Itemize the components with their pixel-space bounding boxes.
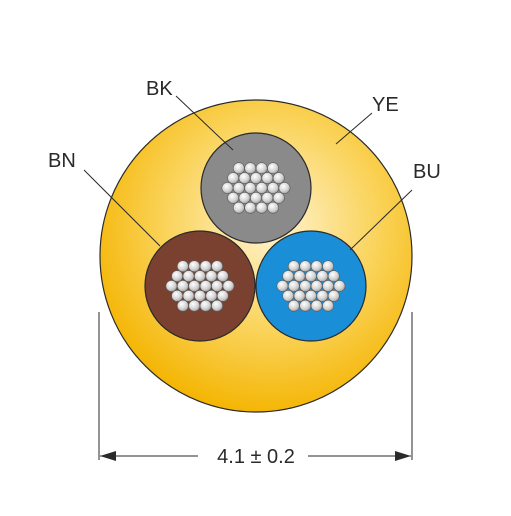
conductor-strand: [199, 299, 212, 312]
conductor-strand: [188, 260, 201, 273]
leader-bn: [83, 169, 161, 247]
conductor-strand: [255, 162, 268, 175]
conductor-strand: [211, 280, 223, 292]
core-brown: [144, 230, 256, 342]
conductor-strand: [221, 182, 234, 194]
conductor-strand: [299, 260, 312, 273]
conductor-strand: [194, 270, 206, 283]
conductor-strand: [305, 270, 317, 283]
conductor-strand: [272, 191, 285, 204]
conductor-strand: [287, 299, 300, 312]
conductor-strand: [205, 270, 218, 283]
conductor-strand: [287, 260, 300, 273]
conductor-strand: [299, 280, 312, 292]
core-blue: [255, 230, 367, 342]
leader-ye: [335, 112, 373, 145]
conductor-strand: [293, 289, 306, 302]
conductor-strand: [322, 280, 334, 292]
dimension-value: 4.1 ± 0.2: [217, 446, 295, 468]
conductor-strand: [244, 201, 257, 214]
conductor-strand: [333, 280, 346, 292]
conductor-strand: [176, 260, 189, 273]
conductor-strand: [182, 270, 195, 283]
conductor-strand: [199, 280, 212, 292]
conductor-strand: [250, 191, 262, 204]
conductor-strand: [282, 289, 295, 302]
conductor-strand: [305, 289, 317, 302]
label-bn: BN: [48, 150, 76, 172]
conductor-strand: [316, 289, 329, 302]
conductor-strand: [322, 260, 334, 273]
conductor-strand: [227, 172, 240, 185]
conductor-strand: [255, 201, 268, 214]
conductor-strand: [267, 182, 279, 194]
conductor-strand: [287, 280, 300, 292]
conductor-strand: [165, 280, 178, 292]
dimension-arrow-right: [395, 451, 411, 461]
conductor-strand: [232, 201, 245, 214]
conductor-strand: [244, 182, 257, 194]
conductor-strand: [276, 280, 289, 292]
conductor-strand: [250, 172, 262, 185]
conductor-strand: [171, 270, 184, 283]
conductor-strand: [176, 299, 189, 312]
conductor-strand: [261, 191, 274, 204]
conductor-strand: [216, 270, 229, 283]
conductor-strand: [310, 260, 323, 273]
conductor-strand: [267, 201, 279, 214]
conductor-strand: [216, 289, 229, 302]
label-bu: BU: [413, 161, 441, 183]
conductor-strand: [188, 299, 201, 312]
conductor-strand: [232, 182, 245, 194]
conductor-strand: [322, 299, 334, 312]
conductor-strand: [316, 270, 329, 283]
conductor-strand: [278, 182, 291, 194]
conductor-strand: [327, 289, 340, 302]
conductor-strand: [205, 289, 218, 302]
conductor-strand: [199, 260, 212, 273]
conductor-strand: [194, 289, 206, 302]
conductor-strand: [227, 191, 240, 204]
dimension-arrow-left: [100, 451, 116, 461]
conductor-strand: [327, 270, 340, 283]
conductor-strand: [211, 299, 223, 312]
conductor-strand: [171, 289, 184, 302]
conductor-strand: [299, 299, 312, 312]
label-bk: BK: [146, 78, 173, 100]
conductor-strand: [267, 162, 279, 175]
conductor-strand: [255, 182, 268, 194]
conductor-strand: [272, 172, 285, 185]
conductor-strand: [211, 260, 223, 273]
leader-bu: [349, 189, 413, 251]
label-ye: YE: [372, 94, 399, 116]
conductor-strand: [293, 270, 306, 283]
leader-bk: [175, 95, 234, 151]
conductor-strand: [232, 162, 245, 175]
conductor-strand: [182, 289, 195, 302]
conductor-strand: [238, 191, 251, 204]
conductor-strand: [238, 172, 251, 185]
conductor-strand: [261, 172, 274, 185]
conductor-strand: [244, 162, 257, 175]
conductor-strand: [222, 280, 235, 292]
conductor-strand: [310, 299, 323, 312]
conductor-strand: [282, 270, 295, 283]
core-black: [200, 132, 312, 244]
conductor-strand: [188, 280, 201, 292]
conductor-strand: [310, 280, 323, 292]
conductor-strand: [176, 280, 189, 292]
